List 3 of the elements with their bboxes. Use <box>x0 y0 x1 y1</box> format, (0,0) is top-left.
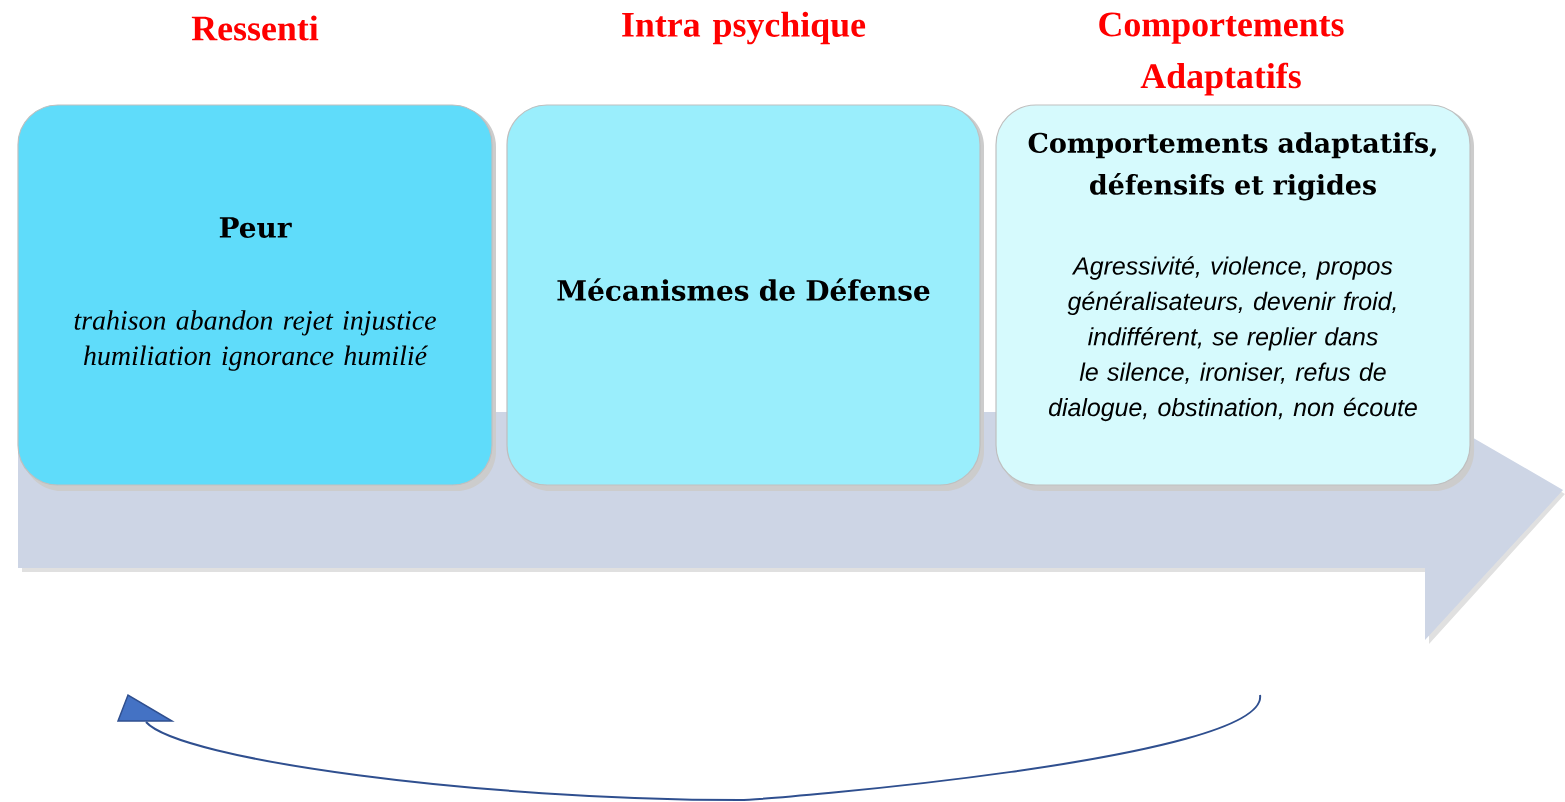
stage-heading: Ressenti <box>191 15 319 41</box>
stage-heading: Comportements Adaptatifs <box>1099 12 1344 96</box>
stage-heading: Intra psychique <box>622 11 866 45</box>
